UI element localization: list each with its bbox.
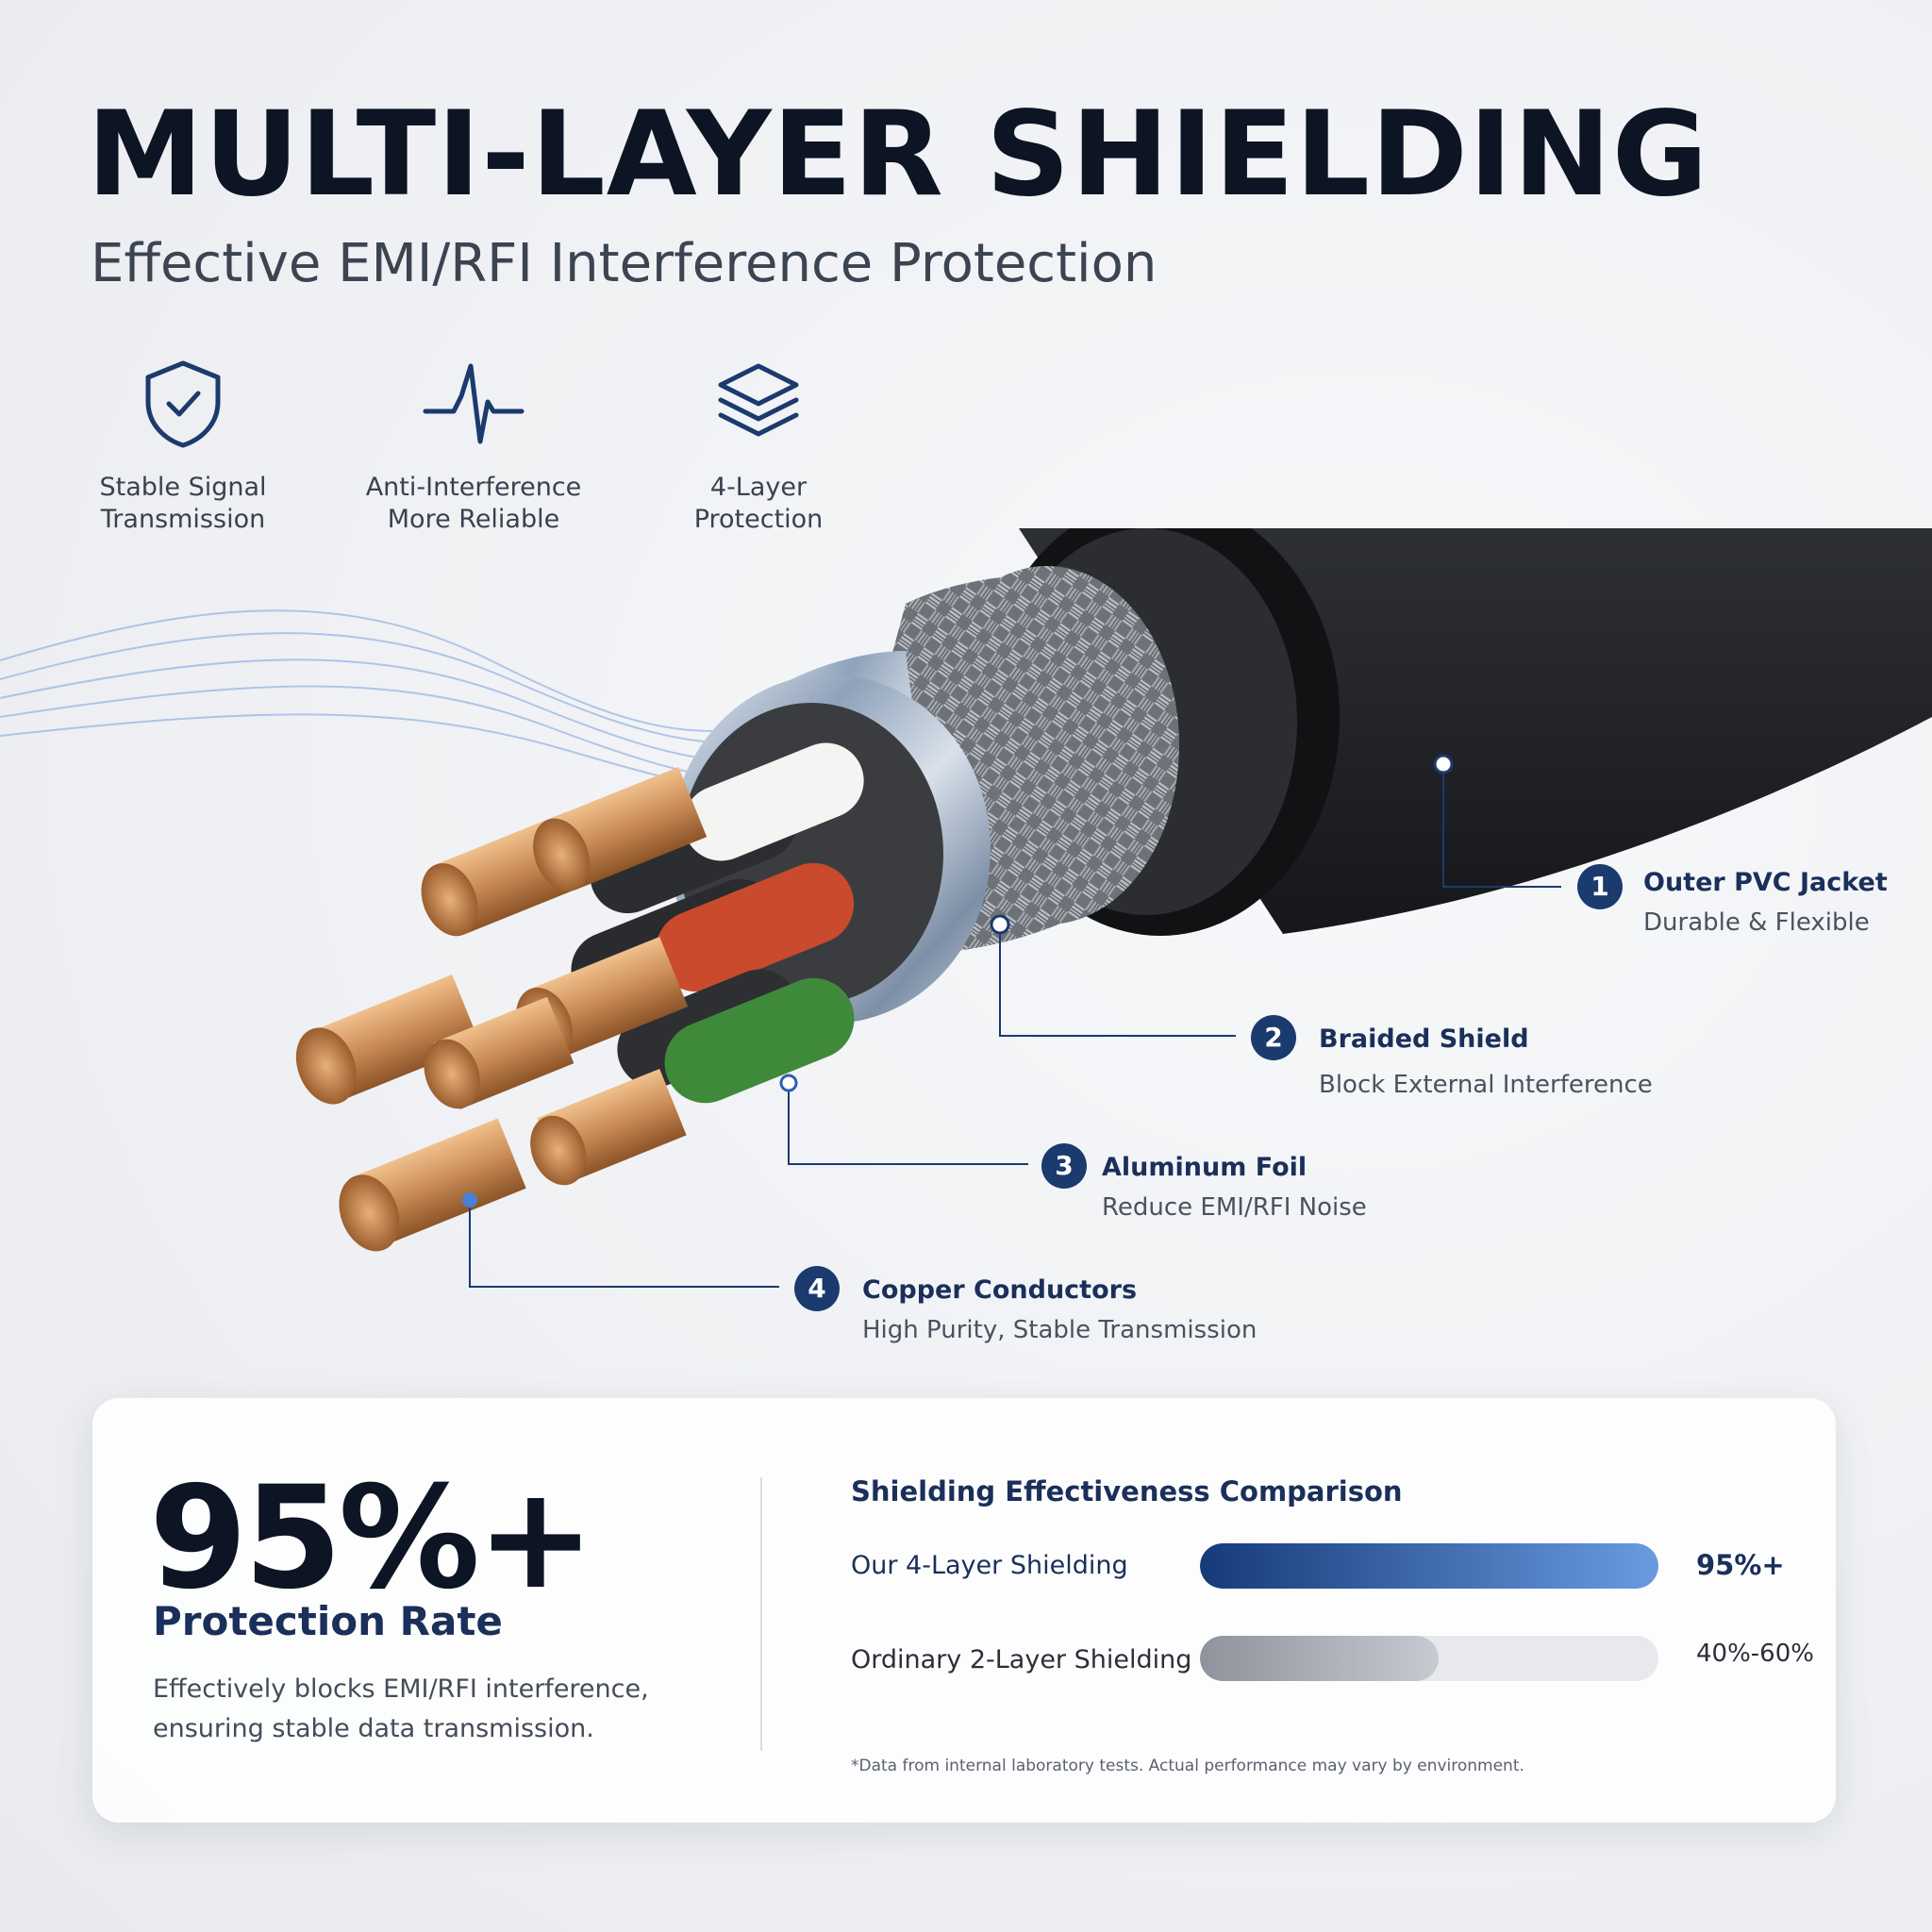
callout-number-badge: 2 [1251, 1015, 1296, 1060]
comparison-bar-value: 95%+ [1696, 1549, 1785, 1581]
callout-number-badge: 4 [794, 1266, 840, 1311]
comparison-title: Shielding Effectiveness Comparison [851, 1475, 1403, 1507]
comparison-bar-track [1200, 1636, 1658, 1681]
comparison-footnote: *Data from internal laboratory tests. Ac… [851, 1757, 1524, 1775]
callout-title: Copper Conductors [862, 1275, 1138, 1305]
cable-cross-section-illustration [0, 528, 1932, 1288]
callout-title: Braided Shield [1319, 1024, 1529, 1054]
comparison-bar-track [1200, 1543, 1658, 1589]
shield-check-icon [145, 360, 221, 448]
page-title: MULTI-LAYER SHIELDING [87, 87, 1709, 223]
layers-stack-icon [718, 363, 799, 437]
callout-number-badge: 1 [1577, 864, 1623, 909]
stats-card: 95%+ Protection Rate Effectively blocks … [92, 1398, 1836, 1823]
page-subtitle: Effective EMI/RFI Interference Protectio… [91, 233, 1158, 294]
protection-rate-label: Protection Rate [153, 1598, 503, 1644]
callout-subtitle: Durable & Flexible [1643, 908, 1870, 937]
copper-conductors [295, 766, 708, 1252]
heartbeat-pulse-icon [423, 363, 525, 444]
callout-title: Outer PVC Jacket [1643, 868, 1888, 897]
comparison-row-label: Ordinary 2-Layer Shielding [851, 1645, 1192, 1674]
comparison-bar-value: 40%-60% [1696, 1640, 1814, 1668]
comparison-bar-2-layer [1200, 1636, 1439, 1681]
comparison-bar-4-layer [1200, 1543, 1658, 1589]
callout-anchor-dots [462, 754, 1454, 1208]
card-divider [760, 1477, 762, 1751]
protection-rate-description: Effectively blocks EMI/RFI interference,… [153, 1674, 649, 1743]
callout-subtitle: Reduce EMI/RFI Noise [1102, 1193, 1367, 1222]
callout-title: Aluminum Foil [1102, 1153, 1307, 1182]
comparison-row-label: Our 4-Layer Shielding [851, 1551, 1128, 1580]
callout-number-badge: 3 [1041, 1143, 1087, 1189]
callout-subtitle: Block External Interference [1319, 1071, 1653, 1099]
protection-rate-value: 95%+ [149, 1457, 595, 1621]
callout-leader-lines [469, 764, 1561, 1288]
insulated-wires [571, 742, 864, 1104]
callout-subtitle: High Purity, Stable Transmission [862, 1316, 1257, 1344]
